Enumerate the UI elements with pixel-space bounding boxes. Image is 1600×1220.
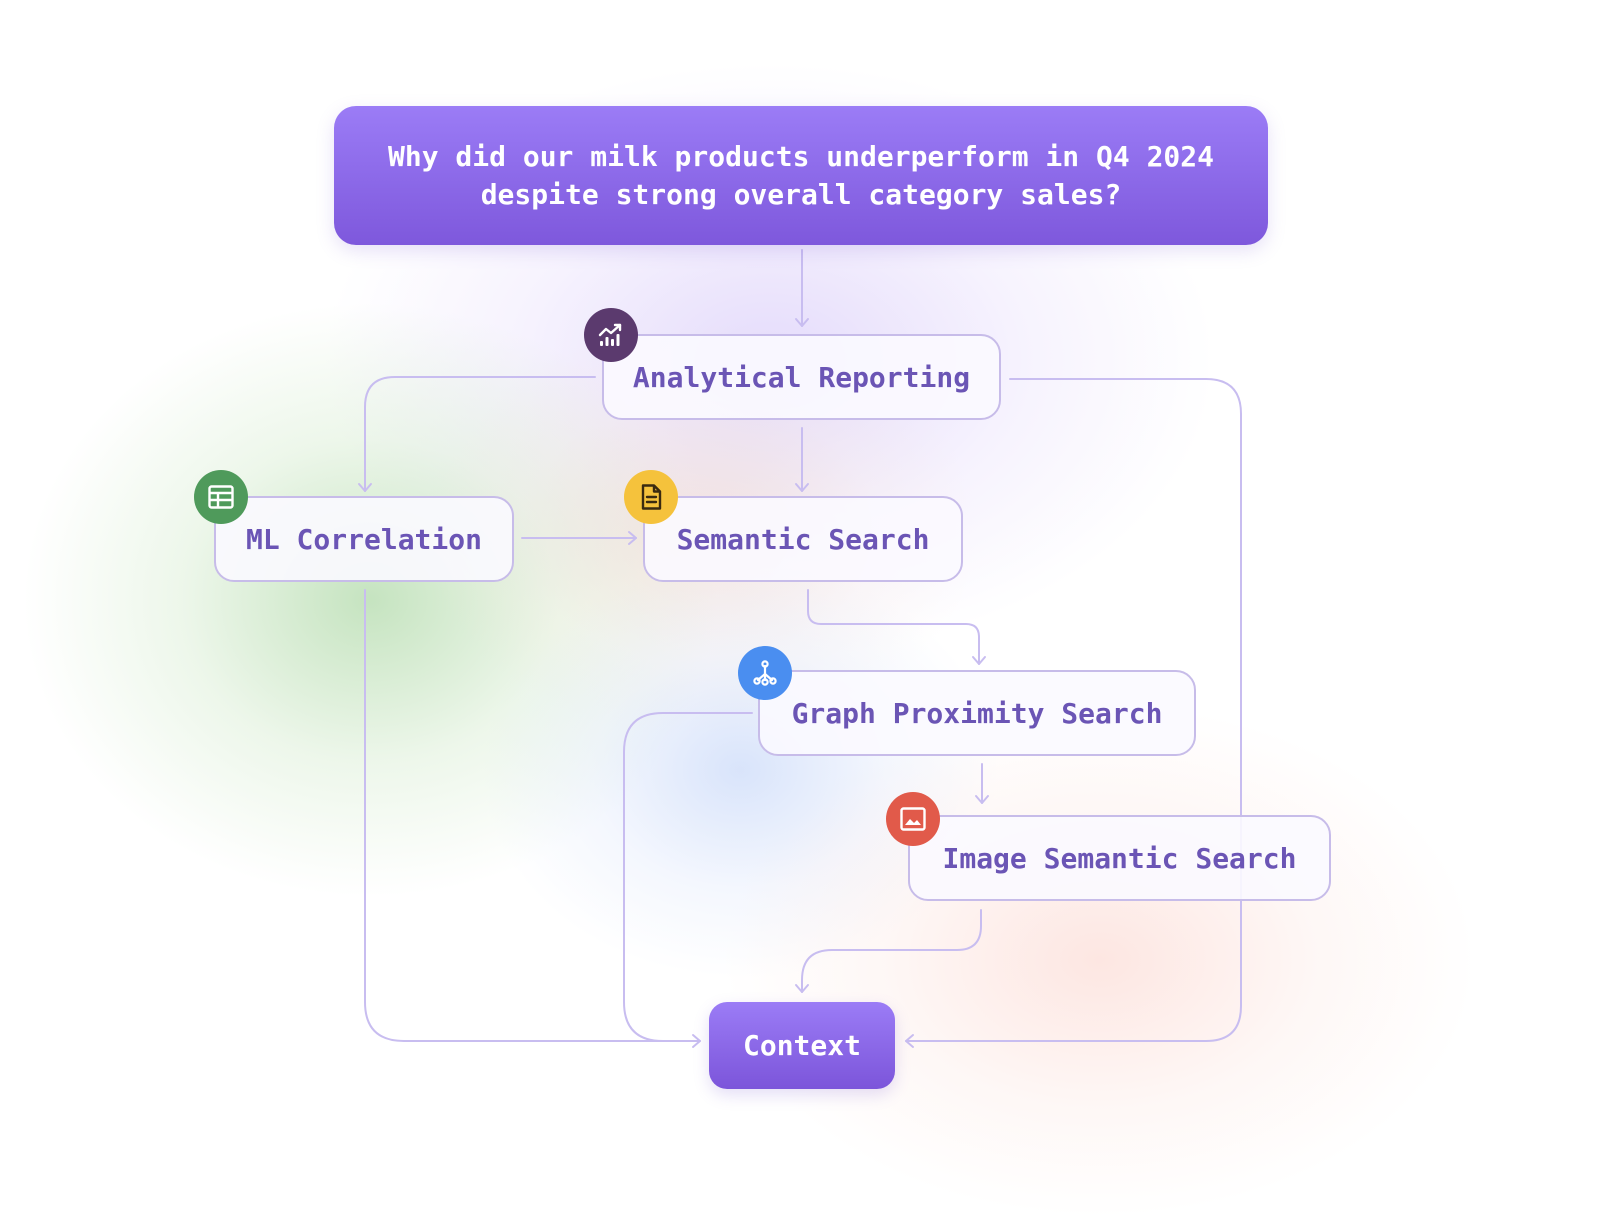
connector-semantic-to-graph (807, 589, 980, 665)
node-label-image-semantic-search: Image Semantic Search (942, 841, 1297, 875)
node-ml-correlation[interactable]: ML Correlation (214, 496, 514, 582)
document-icon (624, 470, 678, 524)
connector-graph-to-context (623, 712, 753, 1042)
question-text: Why did our milk products underperform i… (387, 139, 1214, 211)
arrowhead-context-top (795, 984, 809, 993)
node-image-semantic-search[interactable]: Image Semantic Search (908, 815, 1331, 901)
image-icon (886, 792, 940, 846)
connector-image-to-context (801, 909, 982, 993)
context-label: Context (742, 1029, 861, 1062)
arrowhead-semantic-left (628, 531, 637, 545)
node-semantic-search[interactable]: Semantic Search (643, 496, 963, 582)
context-output-box: Context (709, 1002, 895, 1089)
arrowhead-context-right (905, 1034, 914, 1048)
node-analytical-reporting[interactable]: Analytical Reporting (602, 334, 1001, 420)
analytics-chart-icon (584, 308, 638, 362)
node-label-semantic-search: Semantic Search (676, 522, 930, 556)
node-label-ml-correlation: ML Correlation (245, 522, 482, 556)
node-label-analytical-reporting: Analytical Reporting (632, 360, 971, 394)
graph-network-icon (738, 646, 792, 700)
connector-ml-to-context (364, 589, 701, 1042)
arrowhead-context-left-outer (692, 1034, 701, 1048)
table-grid-icon (194, 470, 248, 524)
arrowhead-analytical (795, 318, 809, 327)
node-graph-proximity-search[interactable]: Graph Proximity Search (758, 670, 1196, 756)
connector-analytical-to-context (905, 378, 1242, 1042)
node-label-graph-proximity-search: Graph Proximity Search (791, 696, 1163, 730)
arrowhead-ml (358, 483, 372, 492)
question-box: Why did our milk products underperform i… (334, 106, 1268, 245)
arrowhead-graph (972, 656, 986, 665)
connector-analytical-to-ml (364, 376, 596, 492)
arrowhead-semantic-top (795, 483, 809, 492)
arrowhead-image (975, 795, 989, 804)
